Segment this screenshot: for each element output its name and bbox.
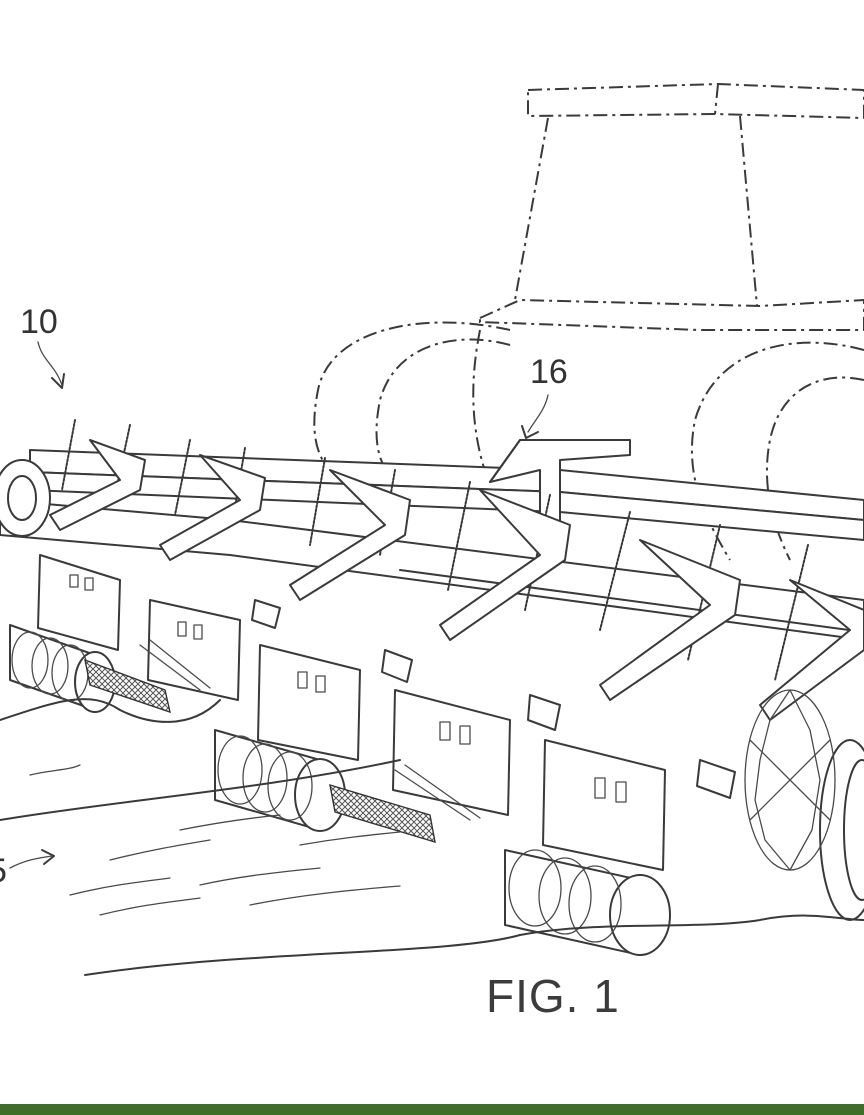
reference-10: 10 bbox=[20, 303, 65, 389]
ground-outline bbox=[0, 698, 864, 976]
gauge-wheels bbox=[0, 459, 864, 921]
reference-16: 16 bbox=[521, 353, 568, 439]
figure-caption: FIG. 1 bbox=[486, 970, 620, 1022]
row-units bbox=[9, 419, 864, 956]
mesh-plates bbox=[84, 658, 436, 843]
reference-numeral-16: 16 bbox=[530, 353, 568, 391]
reference-5: 5 bbox=[0, 849, 55, 890]
reference-numeral-5: 5 bbox=[0, 852, 7, 890]
grass-strip bbox=[0, 1104, 864, 1115]
reference-numeral-10: 10 bbox=[20, 303, 58, 341]
